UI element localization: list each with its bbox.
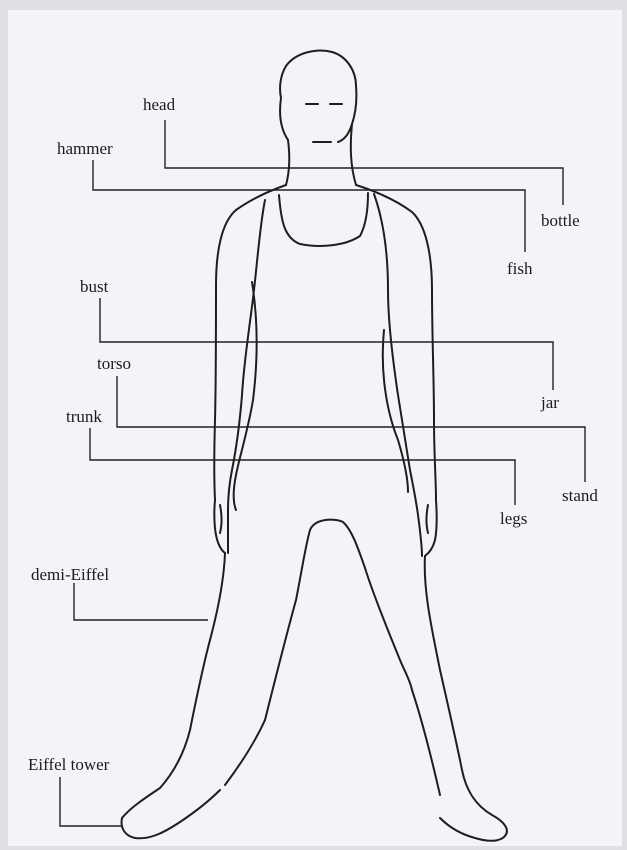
crotch bbox=[265, 520, 412, 720]
leader-eiffel-tower bbox=[60, 777, 122, 826]
label-trunk: trunk bbox=[66, 407, 102, 426]
left-arm-outer bbox=[214, 185, 286, 553]
leader-head-bottle bbox=[165, 120, 563, 205]
label-torso: torso bbox=[97, 354, 131, 373]
label-stand: stand bbox=[562, 486, 598, 505]
label-eiffel-tower: Eiffel tower bbox=[28, 755, 110, 774]
label-fish: fish bbox=[507, 259, 533, 278]
left-leg-inner bbox=[225, 720, 265, 785]
right-leg-outer bbox=[425, 556, 507, 841]
label-legs: legs bbox=[500, 509, 527, 528]
human-figure bbox=[122, 51, 507, 841]
label-bottle: bottle bbox=[541, 211, 580, 230]
label-jar: jar bbox=[540, 393, 559, 412]
neck-right bbox=[351, 124, 356, 185]
right-leg-inner bbox=[412, 690, 440, 795]
label-bust: bust bbox=[80, 277, 109, 296]
leader-demi-eiffel bbox=[74, 583, 208, 620]
collar bbox=[279, 193, 368, 246]
leader-hammer-fish bbox=[93, 160, 525, 252]
right-hand-thumb bbox=[427, 505, 429, 533]
label-hammer: hammer bbox=[57, 139, 113, 158]
label-demi-eiffel: demi-Eiffel bbox=[31, 565, 109, 584]
torso-right bbox=[383, 330, 408, 492]
head-outline bbox=[280, 51, 356, 142]
leader-lines bbox=[60, 120, 585, 826]
right-arm-outer bbox=[356, 185, 437, 556]
neck-left bbox=[286, 140, 289, 185]
torso-left bbox=[234, 282, 257, 510]
left-hand-thumb bbox=[220, 505, 222, 533]
right-arm-inner bbox=[374, 194, 422, 556]
leader-bust-jar bbox=[100, 298, 553, 390]
left-leg-outer bbox=[122, 553, 225, 838]
leader-trunk-legs bbox=[90, 428, 515, 505]
labels: head hammer bottle fish bust torso trunk… bbox=[28, 95, 598, 774]
label-head: head bbox=[143, 95, 176, 114]
